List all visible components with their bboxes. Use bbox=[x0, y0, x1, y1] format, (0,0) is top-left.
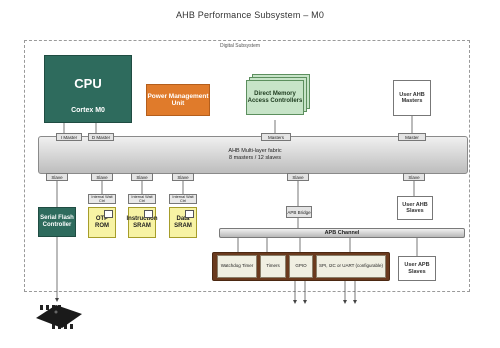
memory-icon bbox=[144, 210, 153, 218]
ahb-fabric-line1: AHB Multi-layer fabric bbox=[228, 148, 282, 154]
peripheral-watchdog: Watchdog Timer bbox=[217, 255, 257, 278]
data-sram: Data SRAM bbox=[169, 207, 197, 238]
otp-wait-ctrl: Internal Wait Ctrl bbox=[88, 194, 116, 204]
user-apb-slaves: User APB Slaves bbox=[398, 256, 436, 281]
cpu-i-master-port: I Master bbox=[56, 133, 82, 141]
otp-rom-label: OTP ROM bbox=[95, 215, 109, 229]
isram-wait-ctrl: Internal Wait Ctrl bbox=[128, 194, 156, 204]
apb-channel-label: APB Channel bbox=[324, 229, 360, 236]
pmu-label: Power Management Unit bbox=[147, 92, 209, 107]
isram-slave-port: Slave bbox=[131, 173, 153, 181]
memory-icon bbox=[185, 210, 194, 218]
page-title: AHB Performance Subsystem – M0 bbox=[175, 10, 325, 20]
cpu-block: CPU Cortex M0 bbox=[44, 55, 132, 123]
flash-ctrl-label: Serial Flash Controller bbox=[40, 215, 74, 228]
ahb-fabric-bus bbox=[38, 136, 468, 174]
user-master-port: Master bbox=[398, 133, 426, 141]
isram-label: Instruction SRAM bbox=[126, 215, 158, 229]
digital-subsystem-label: Digital Subsystem bbox=[220, 43, 261, 49]
dma-controllers: Direct Memory Access Controllers bbox=[246, 80, 304, 115]
power-management-unit: Power Management Unit bbox=[146, 84, 210, 116]
otp-rom: OTP ROM bbox=[88, 207, 116, 238]
user-ahb-masters-label: User AHB Masters bbox=[399, 91, 425, 104]
peripheral-timers: Timers bbox=[260, 255, 286, 278]
cpu-title: CPU bbox=[74, 76, 102, 91]
memory-icon bbox=[104, 210, 113, 218]
dsram-slave-port: Slave bbox=[172, 173, 194, 181]
dmac-label: Direct Memory Access Controllers bbox=[247, 90, 303, 104]
ahb-fabric-line2: 8 masters / 12 slaves bbox=[229, 154, 281, 161]
ahb-fabric-label: AHB Multi-layer fabric 8 masters / 12 sl… bbox=[160, 148, 350, 161]
user-ahb-slaves-label: User AHB Slaves bbox=[402, 201, 428, 214]
flash-slave-port: Slave bbox=[46, 173, 68, 181]
cpu-subtitle: Cortex M0 bbox=[71, 107, 105, 114]
peripheral-serial: SPI, I2C or UART (configurable) bbox=[316, 255, 386, 278]
serial-flash-controller: Serial Flash Controller bbox=[38, 207, 76, 237]
bridge-slave-port: Slave bbox=[287, 173, 309, 181]
flash-chip-icon bbox=[36, 305, 82, 329]
dmac-master-port: Masters bbox=[261, 133, 291, 141]
apb-channel-bus: APB Channel bbox=[219, 228, 465, 238]
user-ahb-masters: User AHB Masters bbox=[393, 80, 431, 116]
user-ahb-slaves: User AHB Slaves bbox=[397, 196, 433, 220]
user-apb-slaves-label: User APB Slaves bbox=[404, 262, 430, 275]
dsram-wait-ctrl: Internal Wait Ctrl bbox=[169, 194, 197, 204]
apb-bridge: APB Bridge bbox=[286, 206, 312, 218]
dsram-label: Data SRAM bbox=[174, 215, 192, 229]
otp-slave-port: Slave bbox=[91, 173, 113, 181]
digital-subsystem-boundary bbox=[24, 40, 470, 292]
user-slave-port: Slave bbox=[403, 173, 425, 181]
peripheral-gpio: GPIO bbox=[289, 255, 313, 278]
instruction-sram: Instruction SRAM bbox=[126, 207, 158, 238]
cpu-d-master-port: D Master bbox=[88, 133, 114, 141]
